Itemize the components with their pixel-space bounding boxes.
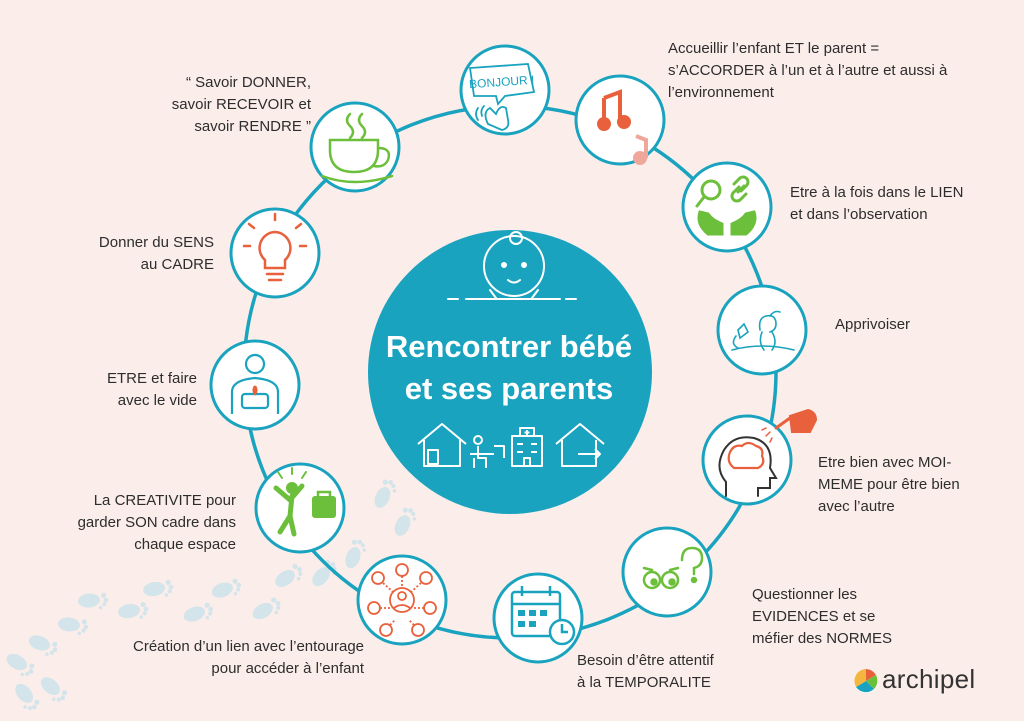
label-line: Questionner les [752, 586, 858, 603]
label-sens: Donner du SENS au CADRE [99, 232, 214, 276]
label-line: savoir RECEVOIR et [171, 96, 311, 113]
logo-text: archipel [882, 664, 976, 694]
desk-worker-icon [470, 435, 505, 468]
jumping-person-suitcase-icon [273, 467, 336, 537]
label-line: MEME pour être bien [818, 476, 960, 493]
label-etre-vide: ETRE et faire avec le vide [107, 368, 197, 412]
label-line: et dans l’observation [790, 206, 928, 223]
center-title-line: et ses parents [404, 371, 614, 406]
center-title-line: Rencontrer bébé [385, 329, 633, 364]
label-line: EVIDENCES et se [752, 608, 876, 625]
label-accueillir: Accueillir l’enfant ET le parent = s’ACC… [668, 38, 947, 104]
node-moi [701, 414, 793, 506]
label-line: La CREATIVITE pour [93, 492, 236, 509]
label-entourage: Création d’un lien avec l’entourage pour… [133, 636, 364, 680]
label-line: Etre à la fois dans le LIEN [790, 184, 964, 201]
label-evidences: Questionner les EVIDENCES et se méfier d… [752, 584, 892, 650]
label-line: avec l’autre [818, 498, 895, 515]
label-line: Etre bien avec MOI- [818, 454, 952, 471]
label-line: Accueillir l’enfant ET le parent = [668, 40, 880, 57]
label-line: Création d’un lien avec l’entourage [133, 638, 364, 655]
label-line: pour accéder à l’enfant [211, 660, 364, 677]
label-line: Besoin d’être attentif [577, 652, 714, 669]
label-moi-meme: Etre bien avec MOI- MEME pour être bien … [818, 452, 960, 518]
label-line: ETRE et faire [106, 370, 197, 387]
label-line: chaque espace [134, 536, 236, 553]
label-line: au CADRE [140, 256, 214, 273]
node-temporalite [492, 572, 584, 664]
bonjour-text: BONJOUR ! [469, 73, 535, 92]
person-candle-icon [230, 353, 280, 414]
label-line: “ Savoir DONNER, [185, 74, 311, 91]
label-temporalite: Besoin d’être attentif à la TEMPORALITE [577, 650, 714, 694]
bonjour-hand-icon: BONJOUR ! [469, 63, 536, 131]
archipel-logo-icon [854, 669, 878, 693]
baby-icon [447, 231, 577, 300]
house-icon [417, 423, 467, 467]
network-people-icon [367, 563, 437, 637]
center-circle [368, 230, 652, 514]
label-line: s’ACCORDER à l’un et à l’autre et aussi … [668, 62, 948, 79]
label-lien: Etre à la fois dans le LIEN et dans l’ob… [790, 182, 963, 226]
brain-watering-can-icon [718, 408, 818, 497]
magnifier-link-hands-icon [695, 175, 757, 236]
label-creativite: La CREATIVITE pour garder SON cadre dans… [78, 490, 236, 556]
tea-cup-icon [320, 112, 394, 184]
calendar-clock-icon [510, 586, 576, 646]
label-line: Donner du SENS [98, 234, 214, 251]
question-eyes-icon [642, 546, 704, 590]
label-line: méfier des NORMES [752, 630, 893, 647]
label-savoir: “ Savoir DONNER, savoir RECEVOIR et savo… [172, 72, 311, 138]
light-bulb-icon [242, 212, 308, 282]
label-line: savoir RENDRE ” [194, 118, 311, 135]
label-line: avec le vide [117, 392, 197, 409]
little-prince-fox-icon [731, 310, 795, 351]
label-line: à la TEMPORALITE [577, 674, 711, 691]
house-arrow-icon [555, 423, 605, 467]
node-tea [309, 101, 401, 193]
center-title: Rencontrer bébé et ses parents [364, 326, 654, 410]
label-line: Apprivoiser [835, 316, 911, 333]
music-notes-icon [597, 89, 648, 165]
node-creativite [254, 462, 346, 554]
node-apprivoiser [716, 284, 808, 376]
label-apprivoiser: Apprivoiser [835, 314, 910, 336]
node-sens [229, 207, 321, 299]
label-line: l’environnement [668, 84, 774, 101]
label-line: garder SON cadre dans [77, 514, 236, 531]
hospital-icon [511, 427, 543, 467]
